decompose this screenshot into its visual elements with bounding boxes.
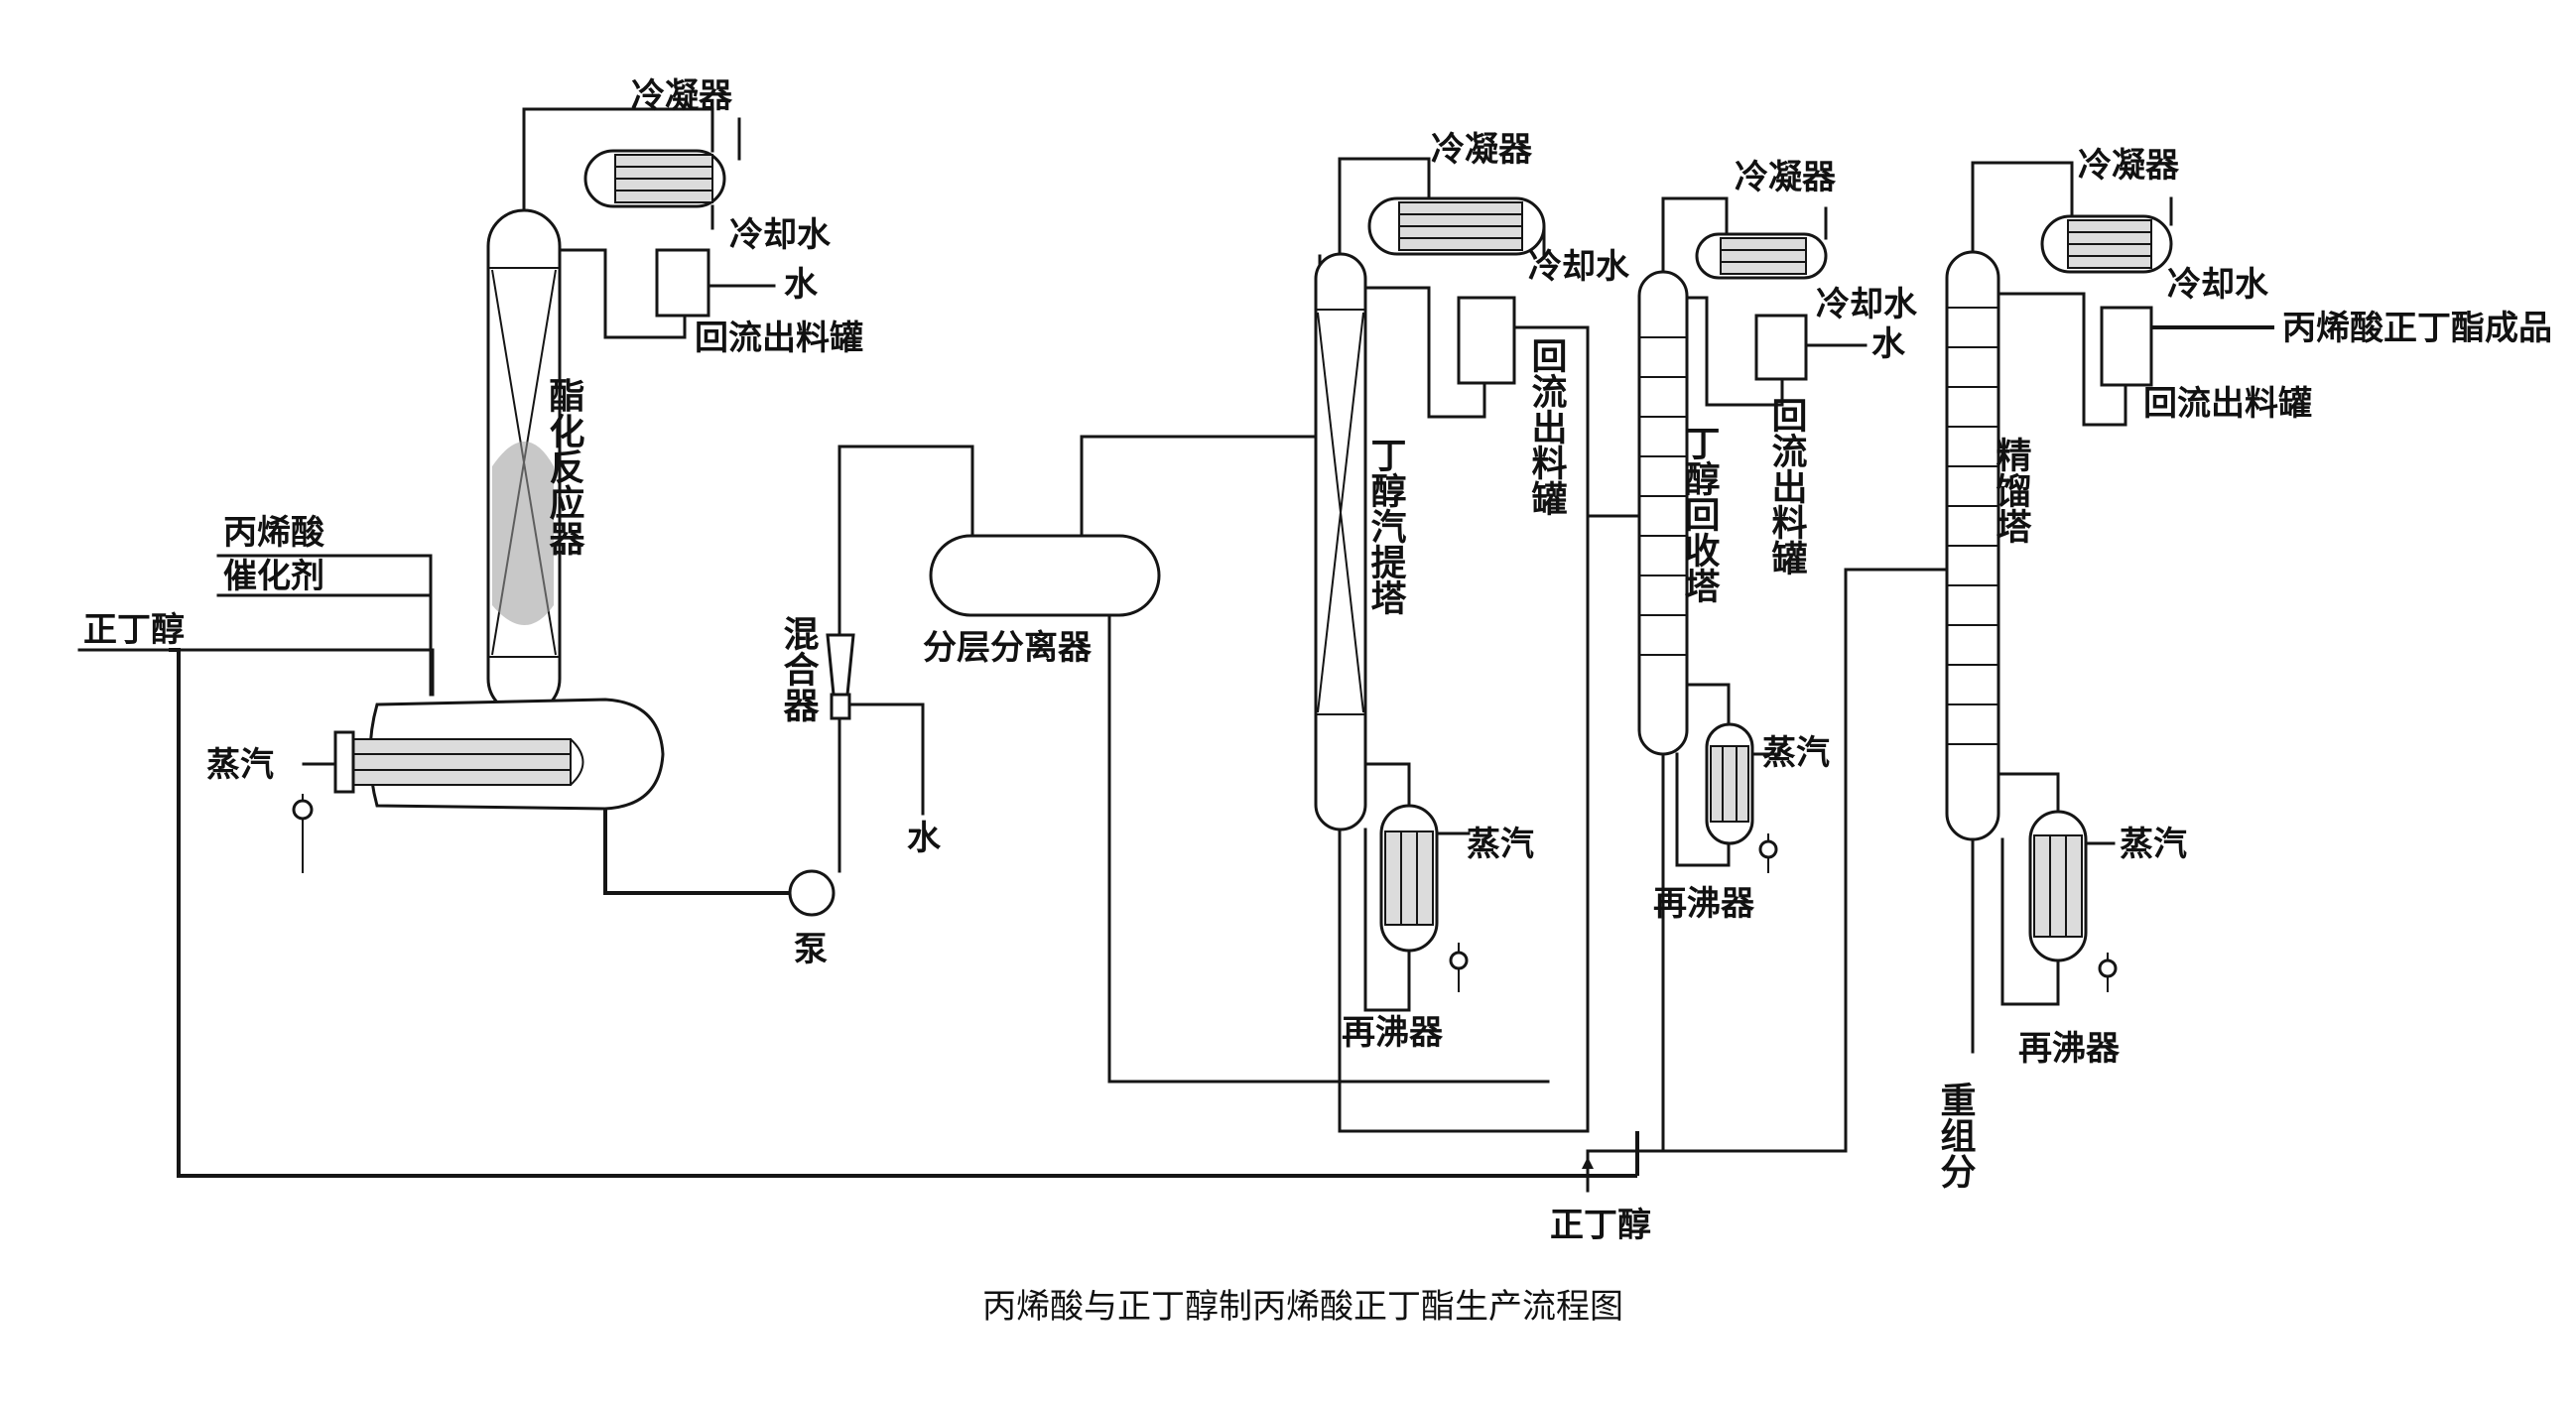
reactor-condenser bbox=[583, 149, 726, 318]
reactor-reflux-tank-label: 回流出料罐 bbox=[695, 319, 863, 358]
acrylic-acid-label: 丙烯酸 bbox=[223, 513, 325, 553]
valve-icon bbox=[292, 799, 314, 821]
rectifying-column bbox=[1945, 250, 2000, 841]
butanol-stripper bbox=[1314, 252, 1367, 831]
reactor-condenser-label: 冷凝器 bbox=[631, 76, 733, 116]
rectifier-reboiler bbox=[1971, 772, 2118, 1054]
stripper-label: 丁醇汽提塔 bbox=[1365, 437, 1407, 615]
recovery-steam-label: 蒸汽 bbox=[1762, 733, 1830, 773]
reactor-label: 酯化反应器 bbox=[544, 377, 585, 556]
valve-icon bbox=[1449, 951, 1469, 970]
reactor-cooling-water-label: 冷却水 bbox=[729, 215, 832, 255]
mixer-water-label: 水 bbox=[907, 819, 942, 858]
rectifier-cooling-water-label: 冷却水 bbox=[2167, 265, 2269, 305]
rectifier-condenser-label: 冷凝器 bbox=[2078, 146, 2180, 186]
rectifier-condenser bbox=[1661, 161, 2274, 1153]
separator-label: 分层分离器 bbox=[923, 628, 1093, 668]
recovery-reflux-tank-label: 回流出料罐 bbox=[1766, 397, 1808, 575]
stripper-reboiler bbox=[1338, 762, 1590, 1133]
rectifier-reboiler-label: 再沸器 bbox=[2018, 1029, 2121, 1069]
reactor-water-out-label: 水 bbox=[784, 265, 819, 305]
stripper-cooling-water-label: 冷却水 bbox=[1528, 247, 1630, 287]
reactor-steam-label: 蒸汽 bbox=[206, 745, 274, 785]
recovery-cooling-water-label: 冷却水 bbox=[1816, 285, 1918, 324]
butanol-feed-label: 正丁醇 bbox=[83, 610, 185, 650]
recovery-reboiler-label: 再沸器 bbox=[1653, 884, 1755, 924]
reactor-piping bbox=[77, 107, 1637, 1178]
recycle-tee bbox=[1582, 1131, 1639, 1193]
catalyst-label: 催化剂 bbox=[223, 557, 324, 596]
valve-icon bbox=[2098, 958, 2118, 978]
esterification-reactor bbox=[486, 208, 562, 716]
decanter bbox=[929, 254, 1550, 1084]
recovery-column-label: 丁醇回收塔 bbox=[1679, 425, 1721, 603]
pump bbox=[788, 869, 836, 917]
recovery-condenser-label: 冷凝器 bbox=[1735, 158, 1837, 197]
figure-caption: 丙烯酸与正丁醇制丙烯酸正丁酯生产流程图 bbox=[982, 1287, 1623, 1327]
heavy-ends-label: 重组分 bbox=[1935, 1082, 1977, 1189]
stripper-condenser bbox=[1338, 157, 1590, 1133]
rectifier-steam-label: 蒸汽 bbox=[2120, 825, 2187, 864]
recovery-condenser bbox=[1586, 196, 1868, 518]
mixer bbox=[826, 445, 974, 873]
recovery-water-out-label: 水 bbox=[1871, 324, 1906, 364]
product-label: 丙烯酸正丁酯成品 bbox=[2282, 309, 2552, 348]
rectifier-label: 精馏塔 bbox=[1991, 437, 2032, 544]
stripper-reboiler-label: 再沸器 bbox=[1342, 1013, 1444, 1053]
recycle-butanol-label: 正丁醇 bbox=[1550, 1206, 1651, 1245]
pump-label: 泵 bbox=[794, 930, 828, 969]
reactor-heater bbox=[292, 698, 665, 873]
rectifier-reflux-tank-label: 回流出料罐 bbox=[2143, 384, 2312, 424]
recovery-reboiler bbox=[1586, 683, 1778, 1153]
stripper-condenser-label: 冷凝器 bbox=[1431, 130, 1533, 170]
stripper-steam-label: 蒸汽 bbox=[1467, 825, 1534, 864]
stripper-reflux-tank-label: 回流出料罐 bbox=[1526, 337, 1568, 516]
mixer-label: 混合器 bbox=[778, 615, 820, 722]
valve-icon bbox=[1758, 839, 1778, 859]
